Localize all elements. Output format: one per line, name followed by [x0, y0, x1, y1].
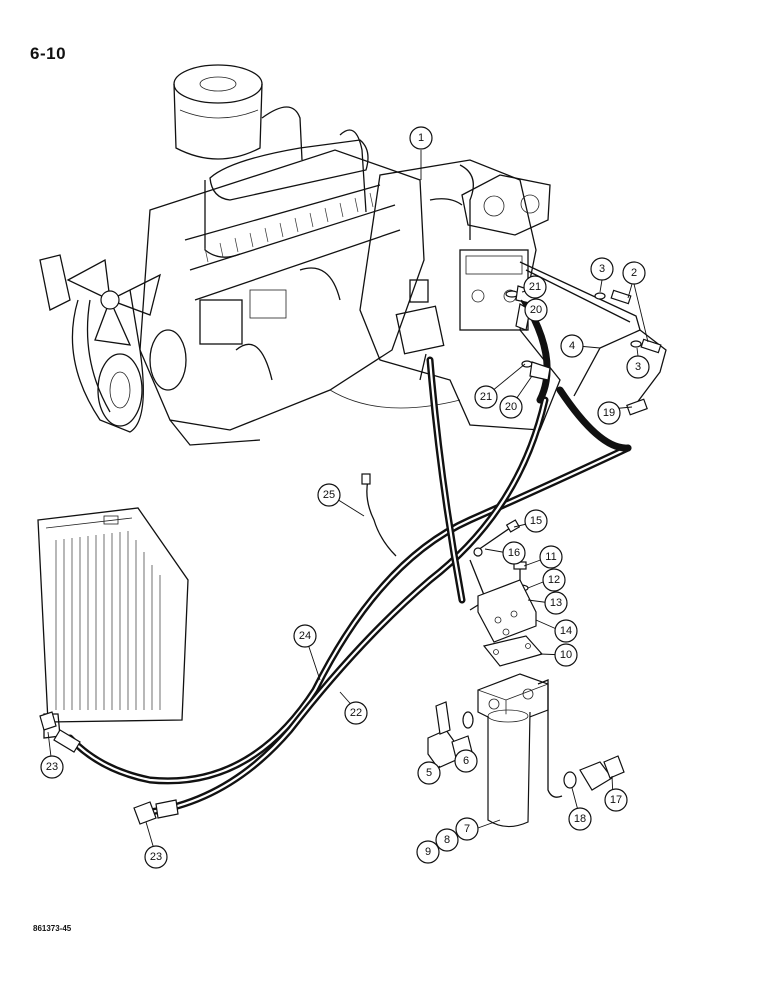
- svg-text:13: 13: [550, 597, 562, 609]
- fan-and-belts: [39, 254, 187, 433]
- svg-text:21: 21: [480, 391, 492, 403]
- svg-text:7: 7: [464, 823, 470, 835]
- svg-text:3: 3: [635, 361, 641, 373]
- svg-text:20: 20: [530, 304, 542, 316]
- svg-text:14: 14: [560, 625, 572, 637]
- svg-text:6: 6: [463, 755, 469, 767]
- callout-15: 15: [524, 509, 548, 533]
- callout-3: 3: [626, 355, 650, 379]
- callout-20: 20: [499, 395, 523, 419]
- svg-text:2: 2: [631, 267, 637, 279]
- callout-16: 16: [502, 541, 526, 565]
- svg-text:16: 16: [508, 547, 520, 559]
- callout-5: 5: [417, 761, 441, 785]
- svg-text:19: 19: [603, 407, 615, 419]
- callout-20: 20: [524, 298, 548, 322]
- callout-1: 1: [409, 126, 433, 150]
- svg-text:25: 25: [323, 489, 335, 501]
- hose-24: [66, 444, 632, 785]
- figure-code: 861373-45: [33, 924, 72, 933]
- muffler: [204, 129, 369, 258]
- svg-text:22: 22: [350, 707, 362, 719]
- callout-bubbles: 1 2 3 3 4 5 6 7 8 9 10 11 12 13 14 15 16…: [40, 126, 650, 869]
- callout-10: 10: [554, 643, 578, 667]
- svg-text:17: 17: [610, 794, 622, 806]
- callout-3: 3: [590, 257, 614, 281]
- callout-25: 25: [317, 483, 341, 507]
- callout-13: 13: [544, 591, 568, 615]
- svg-text:20: 20: [505, 401, 517, 413]
- svg-text:21: 21: [529, 281, 541, 293]
- page-number: 6-10: [30, 44, 67, 63]
- svg-text:23: 23: [150, 851, 162, 863]
- tube-assembly: [505, 261, 667, 416]
- svg-text:1: 1: [418, 132, 424, 144]
- callout-7: 7: [455, 817, 479, 841]
- callout-18: 18: [568, 807, 592, 831]
- svg-text:9: 9: [425, 846, 431, 858]
- hoses: [39, 296, 632, 825]
- air-cleaner: [173, 64, 303, 161]
- svg-text:3: 3: [599, 263, 605, 275]
- leader-lines: [47, 150, 649, 857]
- callout-21: 21: [474, 385, 498, 409]
- callout-23: 23: [40, 755, 64, 779]
- svg-text:8: 8: [444, 834, 450, 846]
- callout-24: 24: [293, 624, 317, 648]
- callout-2: 2: [622, 261, 646, 285]
- callout-9: 9: [416, 840, 440, 864]
- radiator: [37, 507, 189, 739]
- engine-assembly: [39, 64, 561, 446]
- svg-text:11: 11: [545, 551, 556, 563]
- svg-text:23: 23: [46, 761, 58, 773]
- callout-14: 14: [554, 619, 578, 643]
- svg-text:15: 15: [530, 515, 542, 527]
- hose-side: [556, 386, 632, 452]
- callout-6: 6: [454, 749, 478, 773]
- callout-8: 8: [435, 828, 459, 852]
- engine-block: [139, 149, 461, 446]
- svg-text:4: 4: [569, 340, 575, 352]
- svg-text:18: 18: [574, 813, 586, 825]
- transmission-housing: [359, 159, 561, 431]
- callout-11: 11: [539, 545, 563, 569]
- callout-21: 21: [523, 275, 547, 299]
- filter-assembly: [361, 473, 625, 828]
- callout-12: 12: [542, 568, 566, 592]
- svg-text:10: 10: [560, 649, 572, 661]
- svg-text:5: 5: [426, 767, 432, 779]
- callout-23: 23: [144, 845, 168, 869]
- callout-19: 19: [597, 401, 621, 425]
- callout-17: 17: [604, 788, 628, 812]
- svg-text:12: 12: [548, 574, 560, 586]
- callout-22: 22: [344, 701, 368, 725]
- callout-4: 4: [560, 334, 584, 358]
- svg-text:24: 24: [299, 630, 311, 642]
